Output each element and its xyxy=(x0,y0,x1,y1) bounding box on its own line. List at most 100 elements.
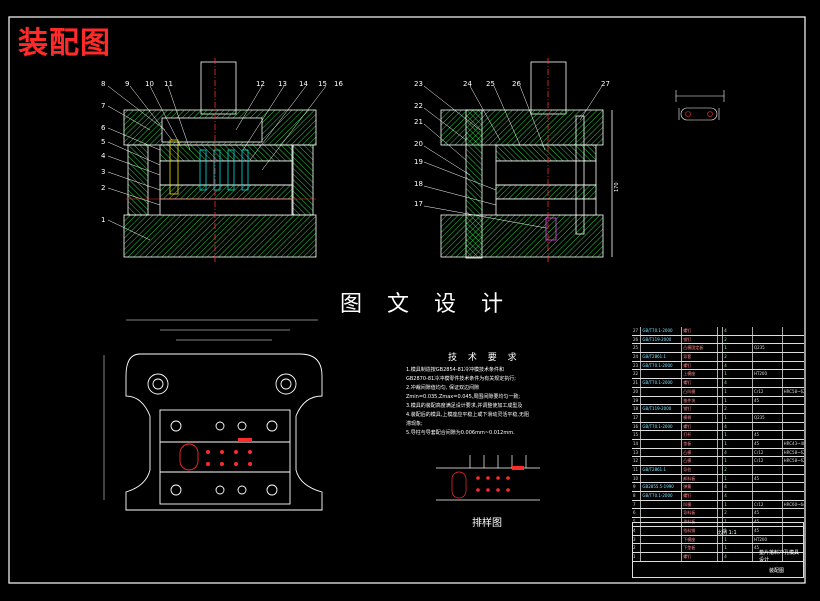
callout-5: 5 xyxy=(101,138,105,146)
bom-cell-note xyxy=(783,466,804,474)
bom-cell-no: 13 xyxy=(632,448,642,457)
bom-cell-note xyxy=(783,475,804,483)
bom-cell-mat xyxy=(753,483,783,492)
bom-cell-qty: 1 xyxy=(723,457,753,465)
bom-cell-no: 23 xyxy=(632,361,642,370)
bom-cell-blank xyxy=(718,526,724,535)
bom-cell-mat: Cr12 xyxy=(753,387,783,396)
bom-cell-std: GB/T70.1-2000 xyxy=(641,379,683,387)
bom-cell-blank xyxy=(718,474,724,483)
bom-cell-mat: 45 xyxy=(753,544,783,552)
callout-2: 2 xyxy=(101,184,105,192)
bom-cell-no: 5 xyxy=(632,518,642,526)
bom-cell-qty: 4 xyxy=(723,379,753,387)
bom-cell-std xyxy=(641,439,683,448)
bom-cell-name: 下垫板 xyxy=(682,544,718,552)
bom-cell-std xyxy=(641,431,683,439)
bom-cell-name: 弹簧 xyxy=(682,483,718,492)
bom-cell-blank xyxy=(718,518,724,526)
bom-cell-no: 1 xyxy=(632,552,642,561)
bom-cell-qty: 1 xyxy=(723,439,753,448)
plan-view xyxy=(103,319,323,511)
bom-cell-blank xyxy=(718,544,724,552)
title-block: 比例 1:1 垫片落料冲孔模具设计 装配图 xyxy=(632,522,804,578)
tech-line: 2.冲裁间隙值均匀, 保证双边间隙 xyxy=(406,385,479,391)
tech-line: 4.装配后的模具,上模座应平稳上或下滑动灵活平稳,无阻 xyxy=(406,412,529,418)
bom-cell-qty: 4 xyxy=(723,483,753,492)
bom-cell-mat xyxy=(753,379,783,387)
bom-cell-mat xyxy=(753,353,783,361)
bom-cell-note: HRC58~62 xyxy=(783,458,805,464)
callout-27: 27 xyxy=(601,80,610,88)
bom-cell-no: 14 xyxy=(632,439,642,448)
bom-cell-qty: 2 xyxy=(723,509,753,518)
bom-cell-mat: Cr12 xyxy=(753,500,783,509)
bom-cell-blank xyxy=(718,335,724,344)
bom-cell-note xyxy=(783,327,804,335)
bom-cell-note xyxy=(783,405,804,413)
bom-cell-note xyxy=(783,483,804,491)
bom-cell-blank xyxy=(718,535,724,544)
bom-cell-qty: 1 xyxy=(723,396,753,405)
bom-cell-name: 螺钉 xyxy=(682,361,718,370)
front-callouts xyxy=(107,85,327,241)
strip-layout-label: 排样图 xyxy=(472,518,502,529)
bom-cell-std: GB/T70.1-2000 xyxy=(641,361,683,370)
bom-cell-name: 推件块 xyxy=(682,396,718,405)
sheet-border xyxy=(8,16,806,584)
bom-cell-qty: 2 xyxy=(723,353,753,361)
bom-cell-std xyxy=(641,396,683,405)
bom-cell-name: 挡料销 xyxy=(682,526,718,535)
bom-cell-qty: 2 xyxy=(723,405,753,413)
bom-cell-blank xyxy=(718,431,724,439)
callout-16: 16 xyxy=(334,80,343,88)
bom-cell-std: GB/T119-2000 xyxy=(641,335,683,344)
bom-cell-name: 下模座 xyxy=(682,535,718,544)
bom-cell-std: GB/T2861.1 xyxy=(641,353,683,361)
bom-cell-std xyxy=(641,526,683,535)
bom-cell-blank xyxy=(718,327,724,335)
bom-cell-no: 24 xyxy=(632,353,642,361)
bom-cell-mat: 45 xyxy=(753,439,783,448)
bom-cell-mat xyxy=(753,552,783,561)
bom-cell-qty: 1 xyxy=(723,500,753,509)
bom-cell-name: 导柱 xyxy=(682,466,718,474)
bom-cell-name: 螺钉 xyxy=(682,552,718,561)
bom-cell-qty: 4 xyxy=(723,492,753,500)
bom-cell-note: HRC43~48 xyxy=(783,440,805,446)
bom-cell-std xyxy=(641,535,683,544)
tech-line: 5.导柱与导套配合间隙为0.006mm~0.012mm. xyxy=(406,430,515,436)
bom-cell-mat xyxy=(753,335,783,344)
title-block-scale: 比例 1:1 xyxy=(717,530,737,536)
bom-cell-qty: 1 xyxy=(723,535,753,544)
bom-cell-std xyxy=(641,370,683,379)
bom-cell-name: 承料板 xyxy=(682,518,718,526)
bom-cell-no: 11 xyxy=(632,466,642,474)
bom-cell-name: 卸料板 xyxy=(682,474,718,483)
bom-cell-name: 导料板 xyxy=(682,509,718,518)
bom-cell-no: 10 xyxy=(632,474,642,483)
bom-cell-blank xyxy=(718,448,724,457)
bom-cell-name: 垫板 xyxy=(682,439,718,448)
bom-cell-name: 凸模固定板 xyxy=(682,344,718,353)
bom-cell-no: 16 xyxy=(632,422,642,431)
title-block-product: 垫片落料冲孔模具设计 xyxy=(759,550,800,563)
bom-cell-note xyxy=(783,509,804,517)
bom-cell-qty: 4 xyxy=(723,327,753,335)
bom-cell-mat xyxy=(753,492,783,500)
callout-15: 15 xyxy=(318,80,327,88)
bom-cell-blank xyxy=(718,344,724,353)
bom-cell-std: GB2855.5-1990 xyxy=(641,483,683,492)
bom-cell-qty: 1 xyxy=(723,431,753,439)
bom-cell-blank xyxy=(718,492,724,500)
callout-18: 18 xyxy=(414,180,423,188)
bom-cell-blank xyxy=(718,387,724,396)
